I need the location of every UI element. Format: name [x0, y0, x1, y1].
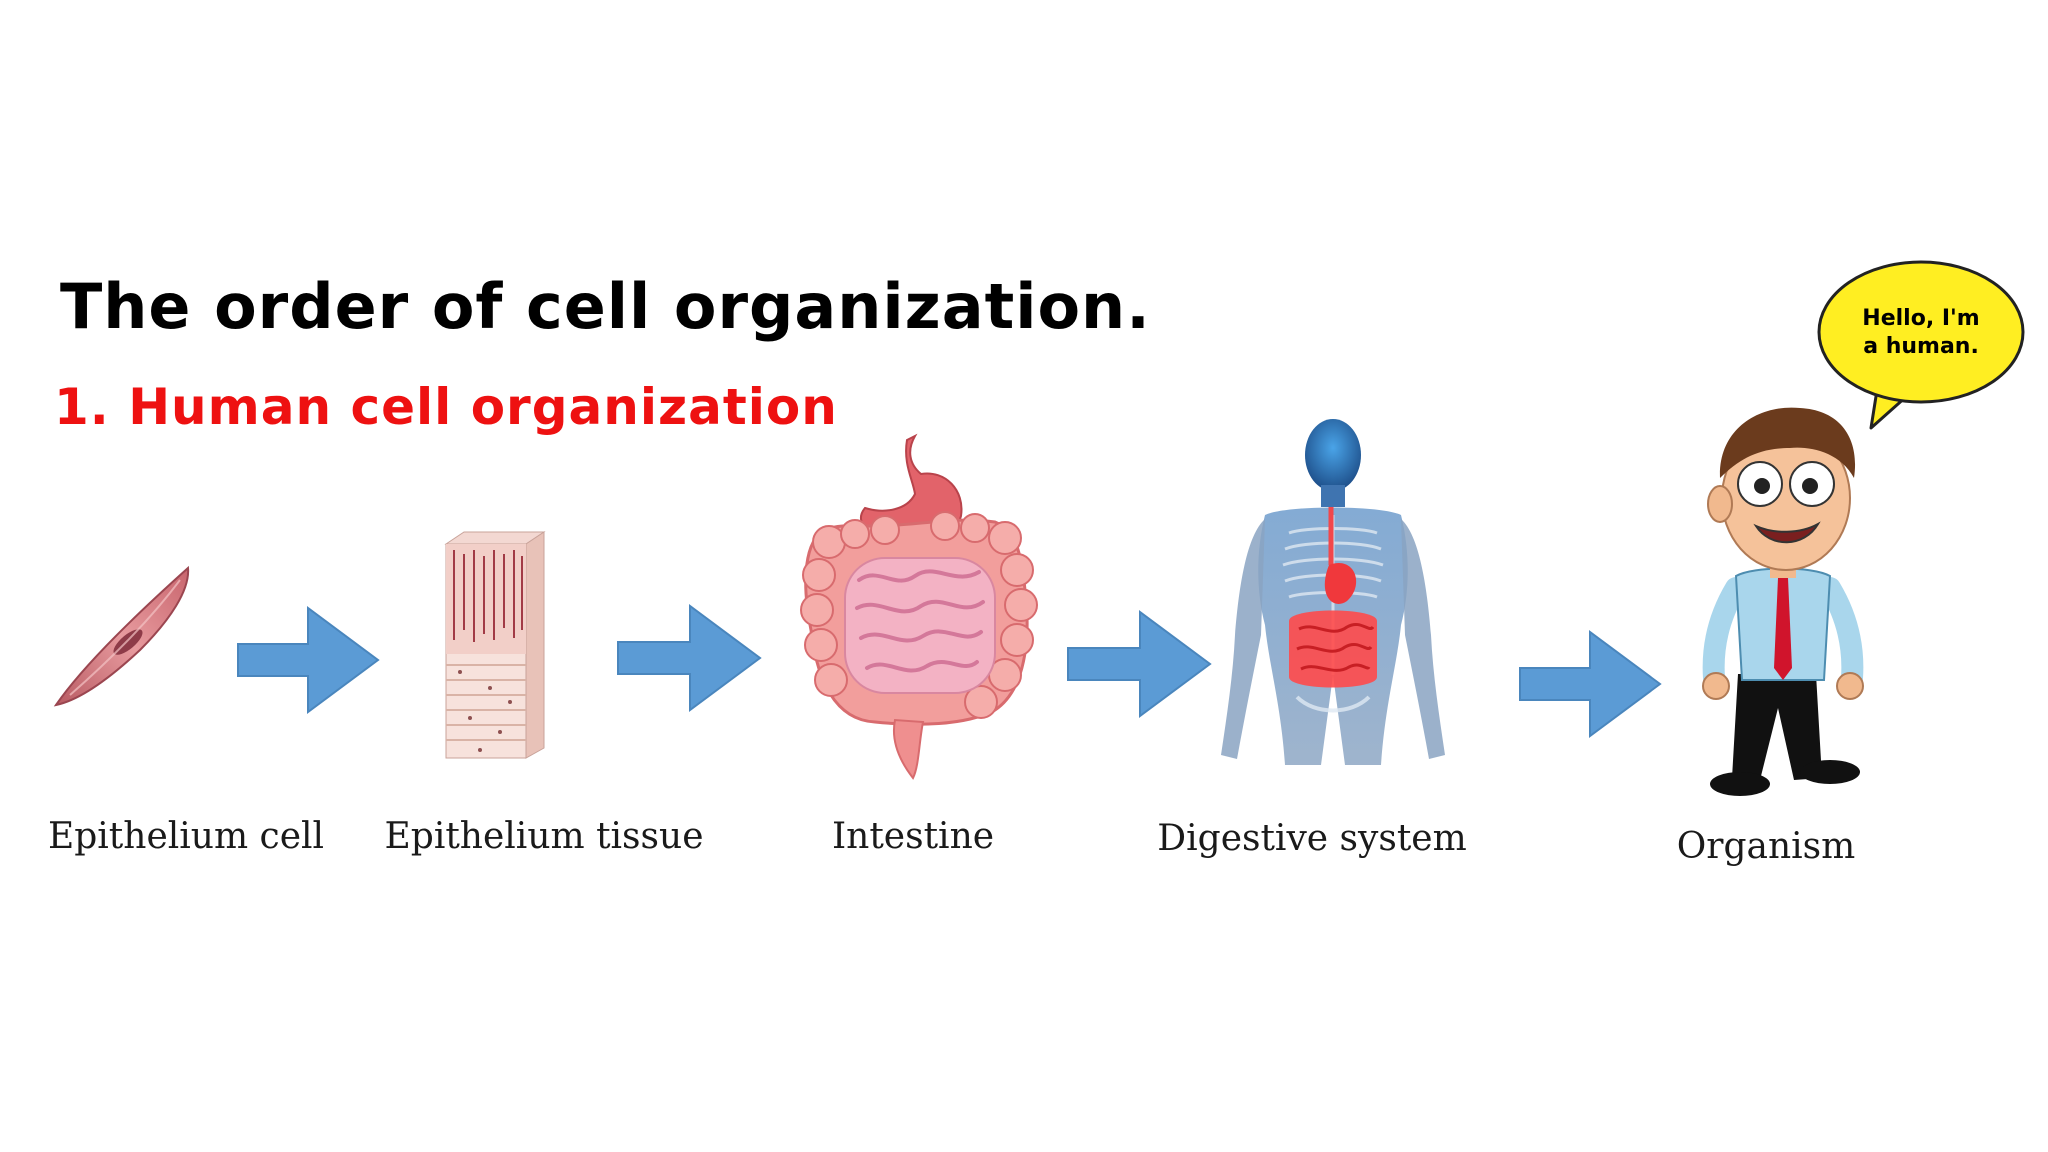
stage-label-epithelium-cell: Epithelium cell	[47, 816, 325, 857]
human-character-icon	[1702, 407, 1864, 796]
speech-bubble-text: Hello, I'm a human.	[1836, 305, 2006, 361]
epithelium-cell-icon	[53, 565, 190, 707]
speech-bubble-line-1: Hello, I'm	[1862, 306, 1980, 331]
stage-label-organism: Organism	[1676, 826, 1856, 867]
arrow-1-icon	[237, 606, 380, 714]
slide-title: The order of cell organization.	[60, 270, 1151, 343]
intestine-icon	[800, 433, 1038, 780]
speech-bubble	[1817, 260, 2025, 430]
stage-label-intestine: Intestine	[831, 816, 995, 857]
stage-label-digestive-system: Digestive system	[1157, 818, 1467, 859]
epithelium-tissue-icon	[444, 531, 546, 759]
speech-bubble-line-2: a human.	[1863, 334, 1979, 359]
arrow-3-icon	[1067, 610, 1212, 718]
arrow-4-icon	[1519, 630, 1662, 738]
digestive-system-icon	[1221, 419, 1445, 765]
stage-label-epithelium-tissue: Epithelium tissue	[384, 816, 704, 857]
slide-subtitle: 1. Human cell organization	[54, 378, 838, 436]
arrow-2-icon	[617, 604, 762, 712]
